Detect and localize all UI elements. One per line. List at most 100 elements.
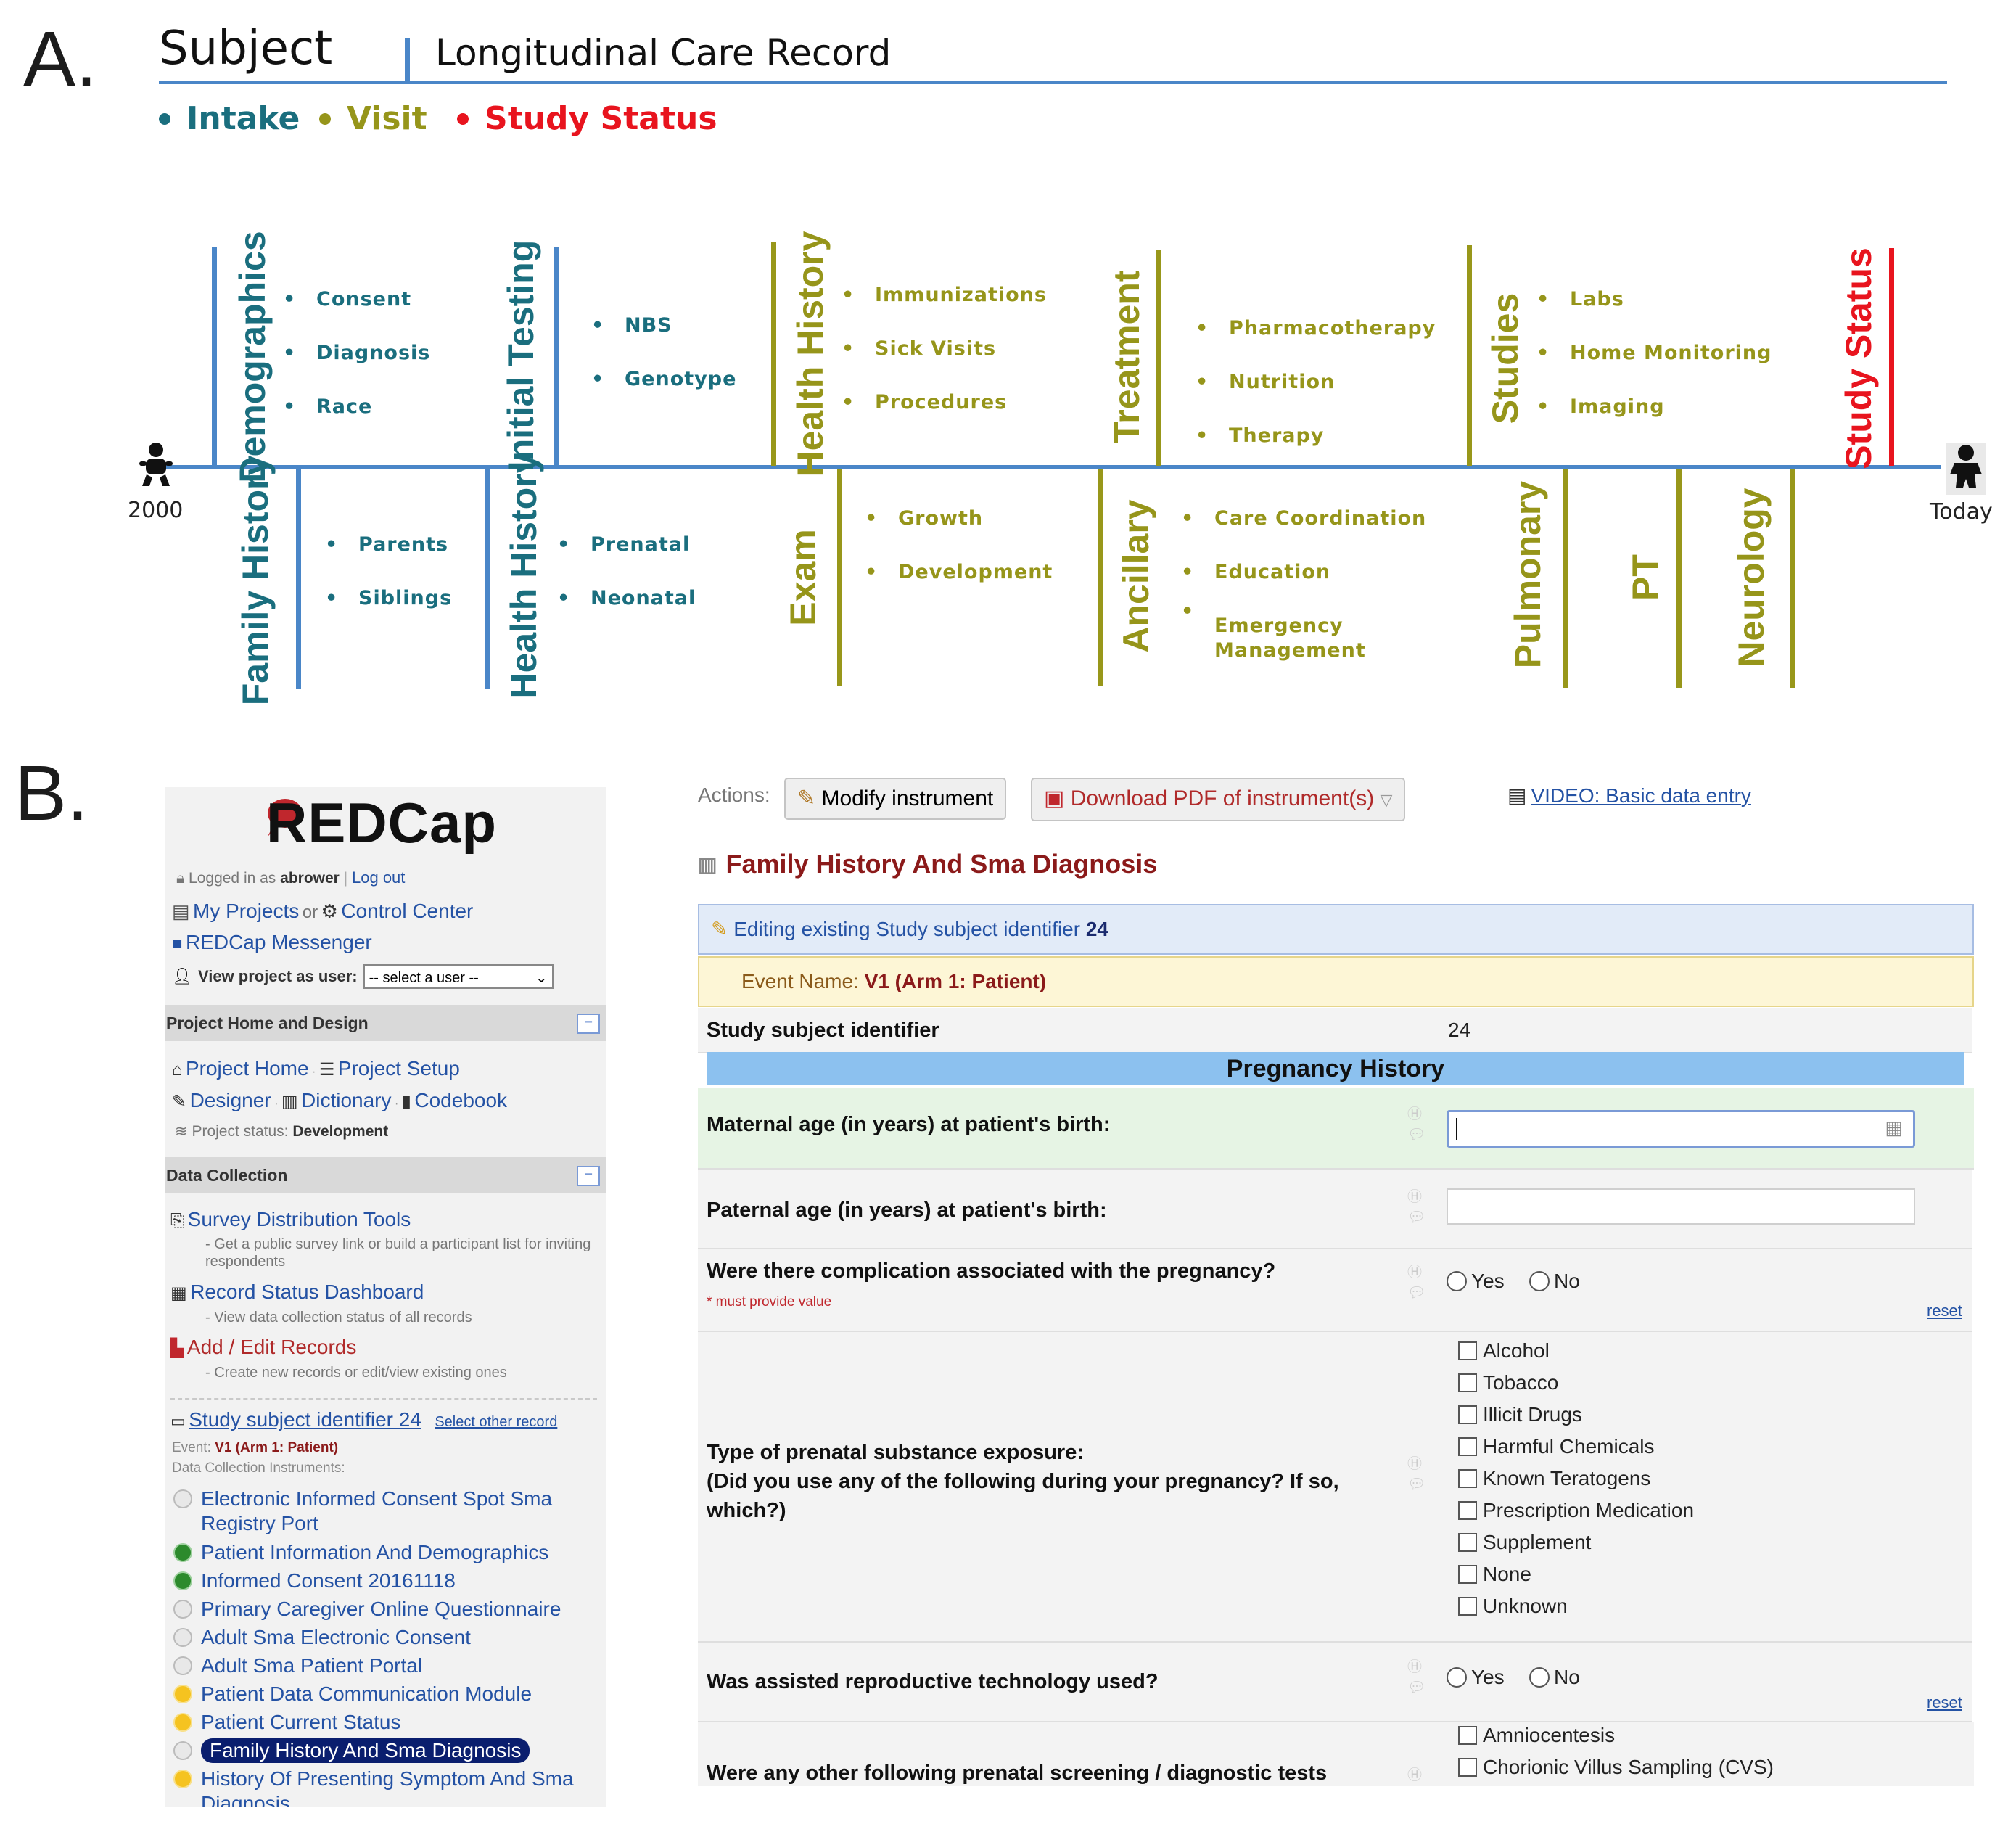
control-center-link[interactable]: Control Center — [341, 900, 474, 922]
user-icon: 👤︎ — [172, 967, 192, 985]
substance-label: Type of prenatal substance exposure: (Di… — [707, 1438, 1359, 1525]
add-edit-records-link[interactable]: Add / Edit Records — [186, 1336, 357, 1358]
checkbox-alcohol[interactable]: Alcohol — [1458, 1339, 1550, 1362]
legend-study-status: Study Status — [457, 100, 717, 137]
record-link[interactable]: Study subject identifier 24 — [189, 1408, 421, 1431]
survey-icon: ⎘ — [170, 1211, 185, 1230]
stem-demographics — [212, 247, 217, 466]
checkbox-known-teratogens[interactable]: Known Teratogens — [1458, 1467, 1650, 1490]
record-dashboard-link[interactable]: Record Status Dashboard — [190, 1281, 424, 1303]
codebook-link[interactable]: Codebook — [414, 1089, 508, 1111]
chat-icon: ■ — [172, 934, 183, 953]
dictionary-link[interactable]: Dictionary — [301, 1089, 392, 1111]
reset-link[interactable]: reset — [1927, 1693, 1962, 1711]
stem-studies — [1467, 245, 1472, 466]
history-icon[interactable]: Ⓗ💬︎ — [1407, 1456, 1426, 1492]
history-icon[interactable]: Ⓗ💬︎ — [1407, 1189, 1426, 1225]
instrument-item[interactable]: Primary Caregiver Online Questionnaire — [173, 1597, 561, 1622]
instrument-title: Family History And Sma Diagnosis — [725, 849, 1158, 879]
history-icon[interactable]: Ⓗ — [1407, 1767, 1422, 1783]
pencil-icon: ✎ — [711, 918, 728, 940]
chevron-down-icon: ▽ — [1380, 791, 1393, 809]
project-home-link[interactable]: Project Home — [185, 1057, 309, 1080]
section-project-home: Project Home and Design − — [165, 1005, 606, 1041]
instrument-item-selected[interactable]: Family History And Sma Diagnosis — [173, 1738, 530, 1763]
instrument-name: History Of Presenting Symptom And Sma Di… — [201, 1767, 574, 1807]
download-pdf-button[interactable]: ▣ Download PDF of instrument(s) ▽ — [1031, 778, 1406, 821]
stem-treatment — [1156, 250, 1161, 466]
instrument-item[interactable]: Patient Data Communication Module — [173, 1682, 532, 1706]
instrument-item[interactable]: Informed Consent 20161118 — [173, 1569, 456, 1593]
instrument-item[interactable]: History Of Presenting Symptom And Sma Di… — [173, 1767, 578, 1807]
checkbox-none[interactable]: None — [1458, 1563, 1531, 1586]
project-setup-link[interactable]: Project Setup — [337, 1057, 460, 1080]
collapse-button[interactable]: − — [577, 1166, 600, 1186]
checkbox-cvs[interactable]: Chorionic Villus Sampling (CVS) — [1458, 1756, 1774, 1779]
checkbox-box — [1458, 1405, 1477, 1424]
download-pdf-label: Download PDF of instrument(s) — [1070, 786, 1375, 810]
maternal-age-label: Maternal age (in years) at patient's bir… — [707, 1113, 1111, 1136]
title-separator — [405, 38, 410, 84]
art-no-radio[interactable]: No — [1529, 1666, 1580, 1689]
select-other-record-link[interactable]: Select other record — [435, 1414, 558, 1430]
view-as-select[interactable]: -- select a user -- ⌄ — [363, 964, 554, 989]
must-provide-note: * must provide value — [707, 1294, 832, 1310]
paternal-age-label: Paternal age (in years) at patient's bir… — [707, 1199, 1107, 1222]
checkbox-unknown[interactable]: Unknown — [1458, 1595, 1568, 1618]
category-treatment: Treatment — [1106, 270, 1147, 444]
stem-initial-testing — [554, 247, 559, 466]
collapse-button[interactable]: − — [577, 1014, 600, 1034]
reset-link[interactable]: reset — [1927, 1302, 1962, 1320]
maternal-age-input[interactable]: ▦ — [1447, 1110, 1915, 1148]
radio-label: No — [1554, 1666, 1580, 1688]
substance-row: Type of prenatal substance exposure: (Di… — [698, 1332, 1972, 1643]
instrument-item[interactable]: Patient Current Status — [173, 1710, 400, 1735]
history-icon[interactable]: Ⓗ💬︎ — [1407, 1265, 1426, 1301]
modify-instrument-button[interactable]: ✎ Modify instrument — [784, 778, 1007, 820]
item-immunizations: Immunizations — [842, 268, 1047, 322]
stem-health-history-above — [771, 242, 776, 466]
calculator-icon[interactable]: ▦ — [1885, 1117, 1903, 1138]
checkbox-tobacco[interactable]: Tobacco — [1458, 1371, 1558, 1394]
my-projects-link[interactable]: My Projects — [193, 900, 300, 922]
instrument-item[interactable]: Adult Sma Patient Portal — [173, 1653, 422, 1678]
complication-yes-radio[interactable]: Yes — [1447, 1270, 1505, 1293]
checkbox-harmful-chemicals[interactable]: Harmful Chemicals — [1458, 1435, 1655, 1458]
art-yes-radio[interactable]: Yes — [1447, 1666, 1505, 1689]
video-link[interactable]: VIDEO: Basic data entry — [1531, 784, 1751, 807]
history-icon[interactable]: Ⓗ💬︎ — [1407, 1659, 1426, 1696]
checkbox-label: Prescription Medication — [1483, 1499, 1695, 1521]
complication-no-radio[interactable]: No — [1529, 1270, 1580, 1293]
item-care-coordination: Care Coordination — [1181, 492, 1426, 546]
instrument-item[interactable]: Patient Information And Demographics — [173, 1540, 548, 1565]
item-prenatal: Prenatal — [557, 518, 696, 572]
dot-separator: · — [394, 1098, 402, 1110]
instrument-item[interactable]: Adult Sma Electronic Consent — [173, 1625, 471, 1650]
status-icon: ≋ — [175, 1123, 188, 1140]
lock-icon: 🔒︎ — [176, 870, 185, 887]
item-therapy: Therapy — [1196, 409, 1436, 463]
messenger-link[interactable]: REDCap Messenger — [185, 931, 372, 953]
category-pulmonary: Pulmonary — [1507, 480, 1548, 669]
add-edit-row: ▙ Add / Edit Records — [170, 1336, 356, 1359]
checkbox-amniocentesis[interactable]: Amniocentesis — [1458, 1724, 1615, 1747]
designer-link[interactable]: Designer — [189, 1089, 271, 1111]
checkbox-illicit-drugs[interactable]: Illicit Drugs — [1458, 1403, 1582, 1426]
legend-dot-study-status — [457, 112, 469, 125]
logout-link[interactable]: Log out — [352, 868, 406, 887]
project-home-row: ⌂ Project Home · ☰ Project Setup — [172, 1057, 460, 1080]
survey-tools-link[interactable]: Survey Distribution Tools — [187, 1208, 411, 1230]
category-ancillary: Ancillary — [1116, 499, 1156, 653]
checkbox-supplement[interactable]: Supplement — [1458, 1531, 1591, 1554]
text-cursor — [1456, 1118, 1457, 1140]
status-circle-icon — [173, 1628, 192, 1647]
projects-icon: ▤ — [172, 900, 190, 922]
checkbox-prescription-medication[interactable]: Prescription Medication — [1458, 1499, 1694, 1522]
paternal-age-input[interactable] — [1447, 1188, 1915, 1225]
item-growth: Growth — [865, 492, 1053, 546]
instrument-name: Patient Data Communication Module — [201, 1682, 532, 1705]
item-labs: Labs — [1536, 273, 1772, 326]
instrument-item[interactable]: Electronic Informed Consent Spot Sma Reg… — [173, 1487, 578, 1536]
history-icon[interactable]: Ⓗ💬︎ — [1407, 1106, 1426, 1143]
messenger-row: ■ REDCap Messenger — [172, 931, 372, 954]
